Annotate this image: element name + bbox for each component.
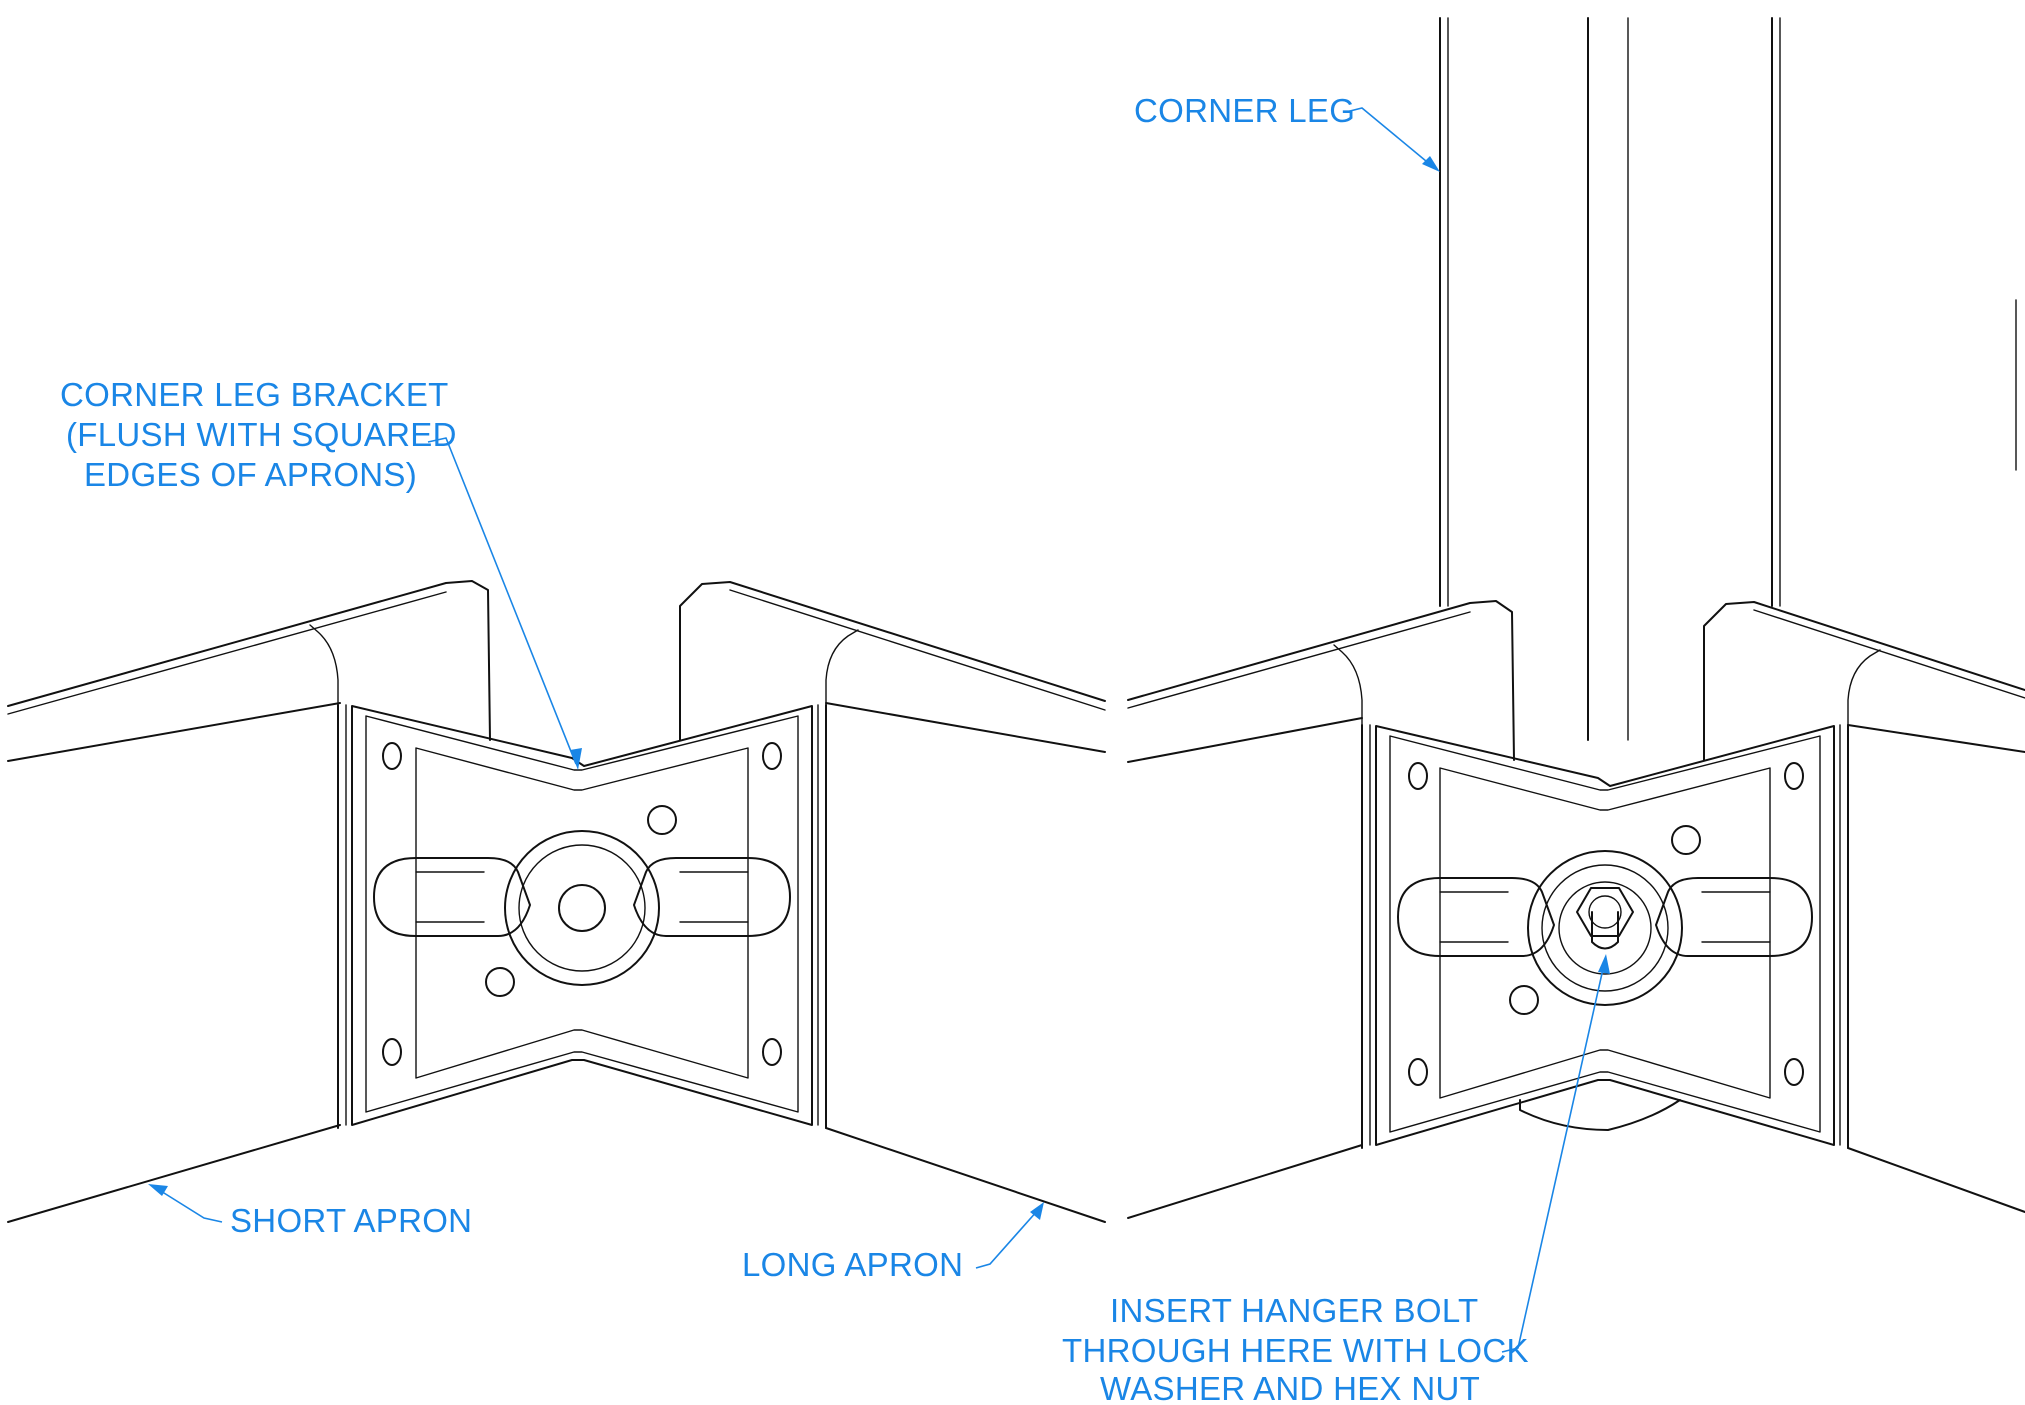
- long-apron-right: [1703, 601, 2025, 1213]
- label-bracket-line-1: CORNER LEG BRACKET: [60, 376, 449, 413]
- hex-nut: [1576, 887, 1634, 937]
- label-bracket-line-3: EDGES OF APRONS): [84, 456, 417, 493]
- long-apron-left: [679, 581, 1106, 1223]
- label-hanger-bolt-line-2: THROUGH HERE WITH LOCK: [1062, 1332, 1529, 1369]
- hanger-bolt: [1591, 911, 1619, 950]
- label-hanger-bolt-line-1: INSERT HANGER BOLT: [1110, 1292, 1478, 1329]
- callout-hanger-bolt: INSERT HANGER BOLT THROUGH HERE WITH LOC…: [1062, 954, 1610, 1405]
- callout-bracket: CORNER LEG BRACKET (FLUSH WITH SQUARED E…: [60, 376, 582, 770]
- corner-leg-bracket-right: [1375, 725, 1835, 1146]
- label-short-apron: SHORT APRON: [230, 1202, 472, 1239]
- label-long-apron: LONG APRON: [742, 1246, 963, 1283]
- callout-short-apron: SHORT APRON: [148, 1184, 472, 1239]
- short-apron-right: [1127, 600, 1515, 1219]
- short-apron-left: [7, 580, 491, 1223]
- right-view: [1127, 17, 2025, 1219]
- callout-corner-leg: CORNER LEG: [1134, 92, 1440, 172]
- label-corner-leg: CORNER LEG: [1134, 92, 1355, 129]
- label-hanger-bolt-line-3: WASHER AND HEX NUT: [1100, 1370, 1480, 1405]
- label-bracket-line-2: (FLUSH WITH SQUARED: [66, 416, 457, 453]
- corner-leg-bracket-left: [351, 705, 813, 1126]
- annotations: CORNER LEG CORNER LEG BRACKET (FLUSH WIT…: [60, 92, 1610, 1405]
- corner-leg: [1439, 17, 2017, 1131]
- left-view: [7, 580, 1106, 1223]
- callout-long-apron: LONG APRON: [742, 1202, 1044, 1283]
